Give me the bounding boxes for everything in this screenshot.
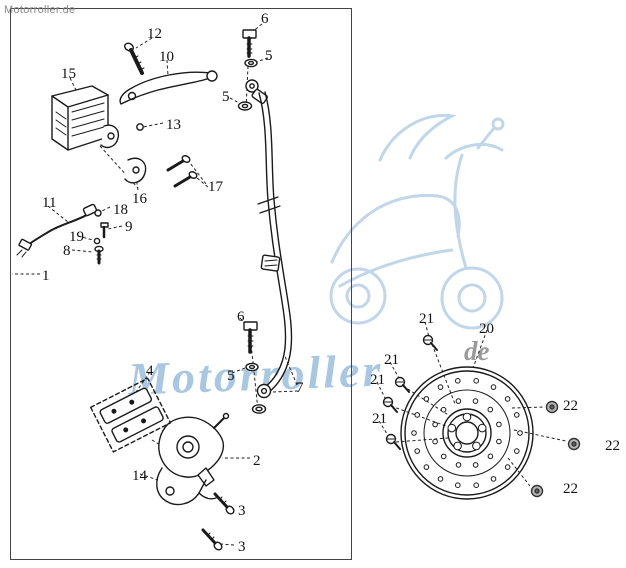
part-label: 7: [296, 380, 304, 396]
part-label: 22: [605, 438, 620, 454]
part-label: 21: [384, 352, 399, 368]
part-label: 15: [61, 66, 76, 82]
part-label: 22: [563, 481, 578, 497]
part-label: 1: [42, 268, 50, 284]
part-label: 5: [265, 48, 273, 64]
part-label: 21: [372, 411, 387, 427]
part-label: 6: [261, 11, 269, 27]
brake-switch-cable-drawing: [16, 203, 98, 258]
part-label: 14: [132, 468, 147, 484]
part-label: 13: [166, 117, 181, 133]
corner-brand-text: Motorroller.de: [4, 4, 76, 16]
watermark-suffix-text: de: [464, 336, 490, 366]
part-label: 21: [419, 311, 434, 327]
part-label: 22: [563, 398, 578, 414]
bolts-3-drawing: [201, 492, 235, 551]
part-label: 3: [238, 503, 246, 519]
part-label: 5: [227, 368, 235, 384]
part-label: 21: [370, 372, 385, 388]
part-label: 18: [113, 202, 128, 218]
part-label: 8: [63, 243, 71, 259]
brake-caliper-drawing: [158, 412, 230, 487]
part-label: 19: [69, 229, 84, 245]
part-label: 12: [147, 26, 162, 42]
parts-drawing: [16, 29, 581, 551]
scooter-logo-watermark: [329, 113, 505, 330]
small-parts-18-9-19-8-drawing: [93, 209, 109, 265]
screws-17-drawing: [166, 155, 198, 188]
part-label: 4: [146, 363, 154, 379]
part-label: 16: [132, 191, 147, 207]
part-label: 6: [237, 309, 245, 325]
part-label: 10: [159, 49, 174, 65]
banjo-bolt-top-drawing: [237, 29, 259, 111]
brake-hose-drawing: [251, 88, 293, 399]
brake-disc-drawing: [400, 366, 534, 500]
washer-13-drawing: [136, 123, 144, 131]
disc-screws-21-drawing: [382, 334, 438, 450]
part-label: 9: [125, 219, 133, 235]
caliper-bracket-drawing: [156, 467, 217, 506]
part-label: 17: [208, 179, 223, 195]
part-label: 11: [42, 195, 57, 211]
part-label: 5: [222, 89, 230, 105]
nuts-22-drawing: [530, 400, 581, 498]
master-cylinder-drawing: [51, 85, 120, 151]
bolt-12-drawing: [124, 42, 145, 75]
brake-lever-drawing: [119, 70, 218, 105]
clamp-16-drawing: [124, 157, 147, 184]
brake-pads-drawing: [89, 377, 172, 453]
disc-holes: [411, 378, 523, 489]
frame-border: [10, 8, 352, 560]
part-label: 2: [253, 453, 261, 469]
banjo-bolt-bottom-drawing: [243, 321, 267, 414]
part-label: 3: [238, 539, 246, 555]
part-label: 20: [479, 321, 494, 337]
